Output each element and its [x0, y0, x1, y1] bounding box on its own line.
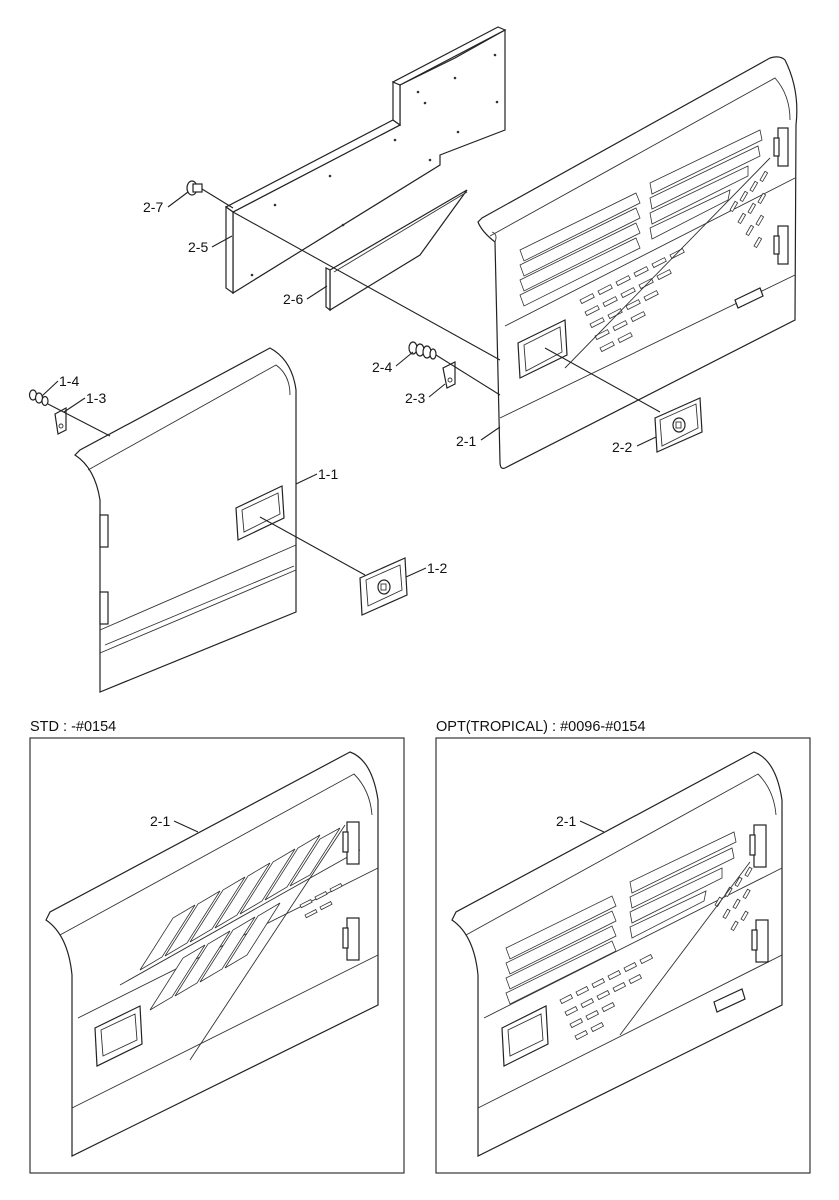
- inset-std-part-label: 2-1: [150, 813, 170, 829]
- inset-opt-tropical: OPT(TROPICAL) : #0096-#0154: [435, 719, 811, 1174]
- striker-bracket-1-3: [47, 403, 111, 437]
- inset-opt-part-label: 2-1: [556, 813, 576, 829]
- lock-assembly-2-2: [544, 347, 703, 453]
- insulation-pad-2-6: [325, 189, 468, 312]
- insulation-pad-2-5: [224, 26, 507, 295]
- inset-std-caption: STD : -#0154: [30, 719, 116, 735]
- label-2-7: 2-7: [143, 199, 163, 215]
- bolt-2-7: [186, 180, 234, 209]
- label-1-1: 1-1: [318, 466, 338, 482]
- label-1-3: 1-3: [86, 390, 106, 406]
- label-2-6: 2-6: [283, 291, 303, 307]
- lock-assembly-1-2: [259, 516, 408, 616]
- striker-bracket-2-3: [435, 354, 501, 396]
- label-2-2: 2-2: [612, 439, 632, 455]
- label-1-2: 1-2: [427, 560, 447, 576]
- leader-pad-to-panel: [232, 211, 501, 361]
- bolt-washer-2-4: [408, 341, 437, 360]
- label-2-1: 2-1: [456, 433, 476, 449]
- label-1-4: 1-4: [59, 373, 79, 389]
- label-2-5: 2-5: [188, 239, 208, 255]
- side-door-panel-1-1: [74, 347, 297, 693]
- label-2-3: 2-3: [405, 390, 425, 406]
- part-labels: 2-7 2-5 2-6 2-4 2-3 2-1 2-2 1-4 1-3 1-1 …: [41, 191, 657, 578]
- inset-std: STD : -#0154: [29, 719, 405, 1174]
- label-2-4: 2-4: [372, 359, 392, 375]
- inset-opt-caption: OPT(TROPICAL) : #0096-#0154: [436, 719, 646, 735]
- side-door-panel-2-1: [477, 56, 798, 469]
- bolt-washer-1-4: [28, 389, 49, 407]
